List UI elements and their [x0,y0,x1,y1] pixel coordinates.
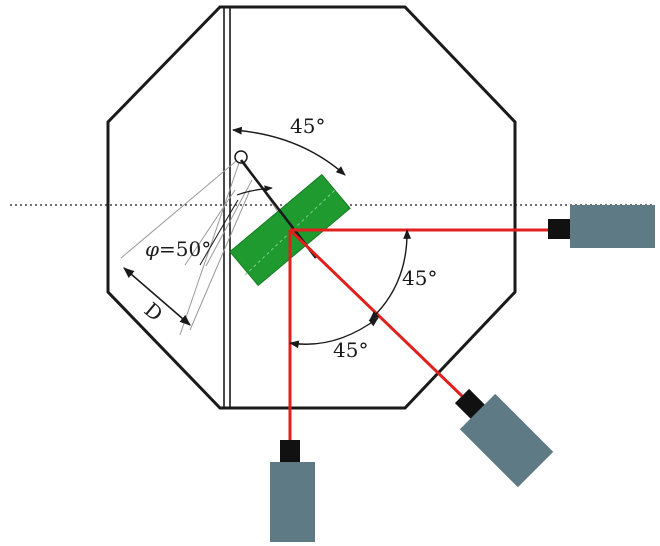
camera-bottom [270,440,315,542]
angle-label-top: 45° [290,114,325,138]
camera-diagonal [454,388,554,488]
angle-label-right: 45° [402,266,437,290]
angle-arc-phi [236,185,273,196]
phi-label: φ=50° [145,237,211,261]
angle-arc-bottom [289,317,379,349]
camera-icon [270,462,315,542]
camera-right [548,205,655,248]
camera-icon [459,393,554,488]
camera-right-lens [548,219,572,239]
angle-arc-top [232,126,346,176]
angle-arc-right [369,229,412,321]
beam-diagonal [288,228,464,398]
phi-leader [199,199,239,266]
distance-dimension [123,267,191,326]
phi-value: =50° [159,237,211,261]
camera-bottom-lens [280,440,300,464]
angle-label-bottom: 45° [333,338,368,362]
phi-symbol: φ [145,237,159,261]
camera-icon [570,205,655,248]
chamber-outline [106,5,517,410]
